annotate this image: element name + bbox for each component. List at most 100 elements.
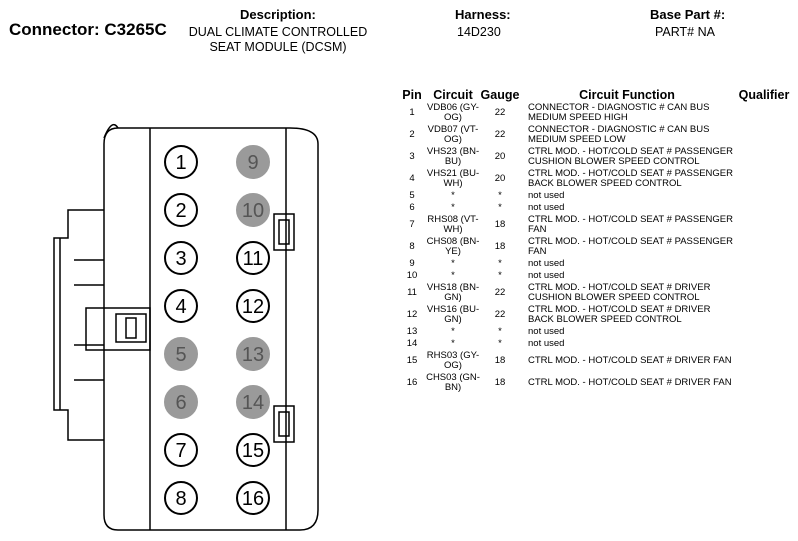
row-pin: 12	[406, 309, 418, 320]
row-circuit: *	[451, 258, 455, 269]
row-qualifier	[734, 102, 794, 124]
pin-circle	[164, 433, 198, 467]
row-qualifier	[734, 236, 794, 258]
connector-pin: 12	[236, 289, 270, 323]
row-gauge: 22	[494, 309, 506, 320]
connector-pin: 4	[164, 289, 198, 323]
pin-circle	[164, 289, 198, 323]
pin-circle	[164, 145, 198, 179]
row-qualifier	[734, 258, 794, 270]
connector-pin: 13	[236, 337, 270, 371]
pin-circle	[236, 481, 270, 515]
row-pin: 4	[409, 173, 415, 184]
connector-pin: 16	[236, 481, 270, 515]
row-circuit: VDB06 (GY-OG)	[427, 102, 479, 123]
table-row: 10**not used	[398, 270, 794, 282]
row-circuit: CHS08 (BN-YE)	[426, 236, 480, 257]
row-function: not used	[528, 326, 565, 337]
connector-id: C3265C	[104, 20, 167, 39]
row-pin: 13	[406, 326, 418, 337]
description-line-1: DUAL CLIMATE CONTROLLED	[188, 25, 368, 39]
row-qualifier	[734, 214, 794, 236]
harness-value: 14D230	[457, 25, 501, 39]
row-gauge: 18	[494, 377, 506, 388]
row-gauge: 22	[494, 287, 506, 298]
row-gauge: 20	[494, 173, 506, 184]
row-circuit: *	[451, 338, 455, 349]
pin-circle	[164, 385, 198, 419]
pin-number: 5	[175, 344, 186, 366]
row-gauge: 22	[494, 129, 506, 140]
pin-number: 16	[242, 488, 264, 510]
table-row: 9**not used	[398, 258, 794, 270]
row-function: CTRL MOD. - HOT/COLD SEAT # PASSENGER BA…	[528, 168, 733, 189]
row-gauge: *	[498, 270, 502, 281]
row-circuit: VHS18 (BN-GN)	[426, 282, 480, 303]
row-qualifier	[734, 190, 794, 202]
pin-circle	[236, 433, 270, 467]
header-circuit: Circuit	[433, 88, 473, 102]
table-row: 13**not used	[398, 326, 794, 338]
row-pin: 7	[409, 219, 415, 230]
connector-label: Connector:	[9, 20, 100, 39]
row-function: CTRL MOD. - HOT/COLD SEAT # DRIVER FAN	[528, 355, 732, 366]
table-row: 5**not used	[398, 190, 794, 202]
pin-number: 15	[242, 440, 264, 462]
pin-number: 3	[175, 248, 186, 270]
row-pin: 10	[406, 270, 418, 281]
connector-pin: 10	[236, 193, 270, 227]
base-part-label: Base Part #:	[650, 7, 726, 22]
row-qualifier	[734, 168, 794, 190]
pin-number: 14	[242, 392, 264, 414]
header-function: Circuit Function	[579, 88, 675, 102]
row-qualifier	[734, 338, 794, 350]
row-function: CTRL MOD. - HOT/COLD SEAT # PASSENGER CU…	[528, 146, 733, 167]
pin-circle	[164, 241, 198, 275]
table-header-row: Pin Circuit Gauge Circuit Function Quali…	[398, 86, 794, 102]
row-function: CONNECTOR - DIAGNOSTIC # CAN BUS MEDIUM …	[528, 124, 710, 145]
row-circuit: *	[451, 270, 455, 281]
row-gauge: *	[498, 190, 502, 201]
pin-circle	[164, 481, 198, 515]
row-gauge: 22	[494, 107, 506, 118]
table-row: 6**not used	[398, 202, 794, 214]
row-circuit: VHS21 (BU-WH)	[426, 168, 480, 189]
connector-pin: 15	[236, 433, 270, 467]
pin-number: 7	[175, 440, 186, 462]
row-function: not used	[528, 190, 565, 201]
row-gauge: 18	[494, 355, 506, 366]
row-circuit: RHS08 (VT-WH)	[427, 214, 479, 235]
table-row: 4 VHS21 (BU-WH) 20 CTRL MOD. - HOT/COLD SEA…	[398, 168, 794, 190]
row-pin: 3	[409, 151, 415, 162]
pin-circle	[236, 289, 270, 323]
row-function: not used	[528, 338, 565, 349]
row-circuit: *	[451, 202, 455, 213]
pin-circle	[164, 337, 198, 371]
row-circuit: VHS23 (BN-BU)	[426, 146, 480, 167]
row-gauge: *	[498, 258, 502, 269]
pin-circle	[236, 193, 270, 227]
table-row: 14**not used	[398, 338, 794, 350]
row-qualifier	[734, 350, 794, 372]
connector-housing	[53, 123, 319, 531]
connector-title: Connector: C3265C	[9, 20, 167, 40]
row-qualifier	[734, 304, 794, 326]
row-circuit: CHS03 (GN-BN)	[426, 372, 480, 393]
row-qualifier	[734, 282, 794, 304]
row-function: CTRL MOD. - HOT/COLD SEAT # DRIVER FAN	[528, 377, 732, 388]
row-function: CTRL MOD. - HOT/COLD SEAT # PASSENGER FA…	[528, 236, 733, 257]
pin-number: 11	[243, 248, 264, 270]
connector-pin: 14	[236, 385, 270, 419]
pin-circle	[236, 337, 270, 371]
connector-pin: 9	[236, 145, 270, 179]
pin-number: 1	[175, 152, 186, 174]
row-qualifier	[734, 372, 794, 394]
row-qualifier	[734, 124, 794, 146]
